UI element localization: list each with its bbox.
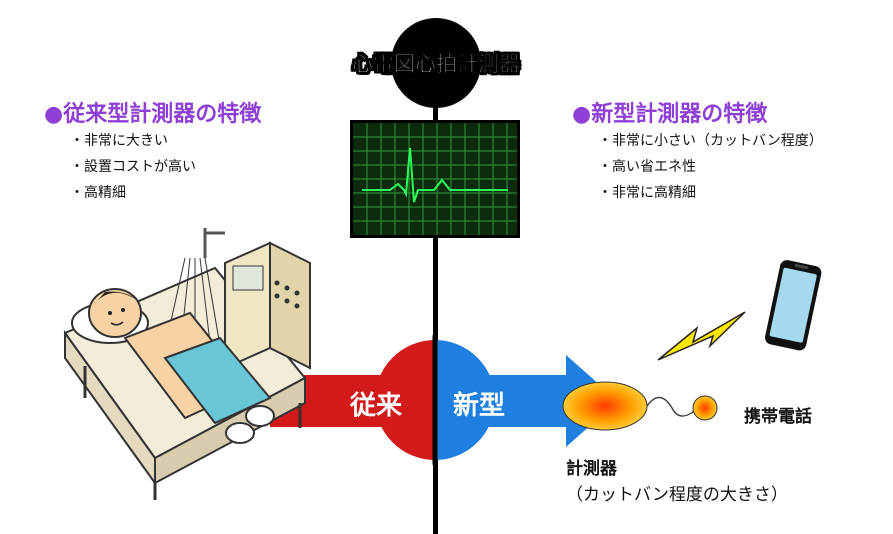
device-sublabel: （カットバン程度の大きさ） (566, 485, 788, 505)
sensor-patch-icon (562, 381, 718, 431)
old-type-label: 従来 (350, 391, 403, 421)
lightning-icon (657, 311, 746, 361)
title-circle (391, 18, 481, 108)
right-feature-item: 非常に小さい（カットバン程度） (598, 128, 823, 154)
left-heading: ●従来型計測器の特徴 (44, 102, 262, 127)
new-type-label: 新型 (453, 391, 506, 421)
smartphone-icon (765, 260, 822, 351)
ecg-waveform (362, 147, 508, 203)
right-feature-item: 非常に高精細 (598, 180, 823, 206)
center-divider (433, 60, 438, 534)
page-title: 心電図心拍計測器 (352, 52, 521, 77)
left-feature-item: 設置コストが高い (70, 154, 196, 180)
left-feature-item: 非常に大きい (70, 128, 196, 154)
device-label: 計測器 (566, 459, 617, 479)
left-feature-list: 非常に大きい 設置コストが高い 高精細 (70, 128, 196, 206)
phone-label: 携帯電話 (744, 407, 812, 427)
patient-bed-icon (63, 228, 311, 500)
right-heading: ●新型計測器の特徴 (572, 102, 768, 127)
right-feature-item: 高い省エネ性 (598, 154, 823, 180)
ecg-monitor-icon (350, 120, 520, 238)
left-feature-item: 高精細 (70, 180, 196, 206)
right-feature-list: 非常に小さい（カットバン程度） 高い省エネ性 非常に高精細 (598, 128, 823, 206)
